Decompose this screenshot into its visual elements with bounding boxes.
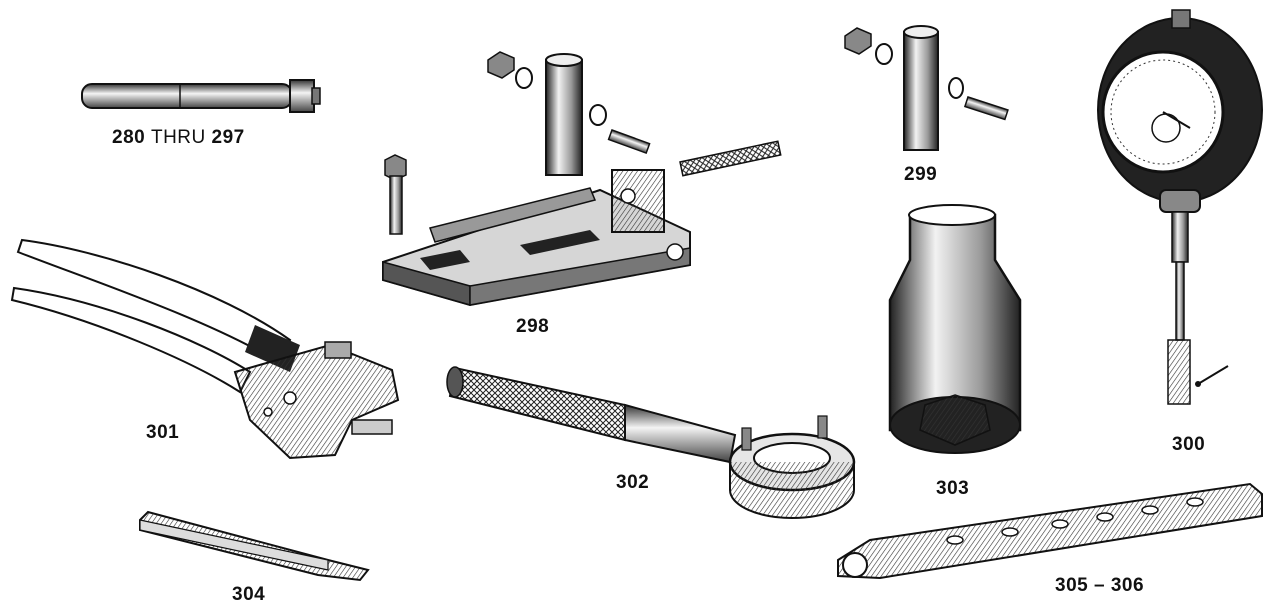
tool-298-fixture xyxy=(382,51,782,307)
tool-302-spanner xyxy=(446,366,856,519)
tool-303-socket xyxy=(888,204,1022,454)
label-297: 297 xyxy=(211,127,245,148)
label-298: 298 xyxy=(516,316,550,337)
tool-300-dial-gauge xyxy=(1097,9,1263,405)
tool-305-306-bar xyxy=(837,482,1263,580)
label-thru: THRU xyxy=(150,127,206,148)
tool-280-297-shaft xyxy=(81,79,321,113)
label-299: 299 xyxy=(904,164,938,185)
label-303: 303 xyxy=(936,478,970,499)
tool-299-pin xyxy=(844,25,1009,151)
label-305-306: 305 – 306 xyxy=(1055,575,1145,596)
label-280: 280 xyxy=(112,127,146,148)
label-300: 300 xyxy=(1172,434,1206,455)
tool-304-flat-gauge xyxy=(139,510,370,582)
label-301: 301 xyxy=(146,422,180,443)
label-280-thru-297: 280 THRU 297 xyxy=(112,127,245,149)
label-302: 302 xyxy=(616,472,650,493)
tool-301-pliers xyxy=(10,238,400,460)
label-304: 304 xyxy=(232,584,266,605)
